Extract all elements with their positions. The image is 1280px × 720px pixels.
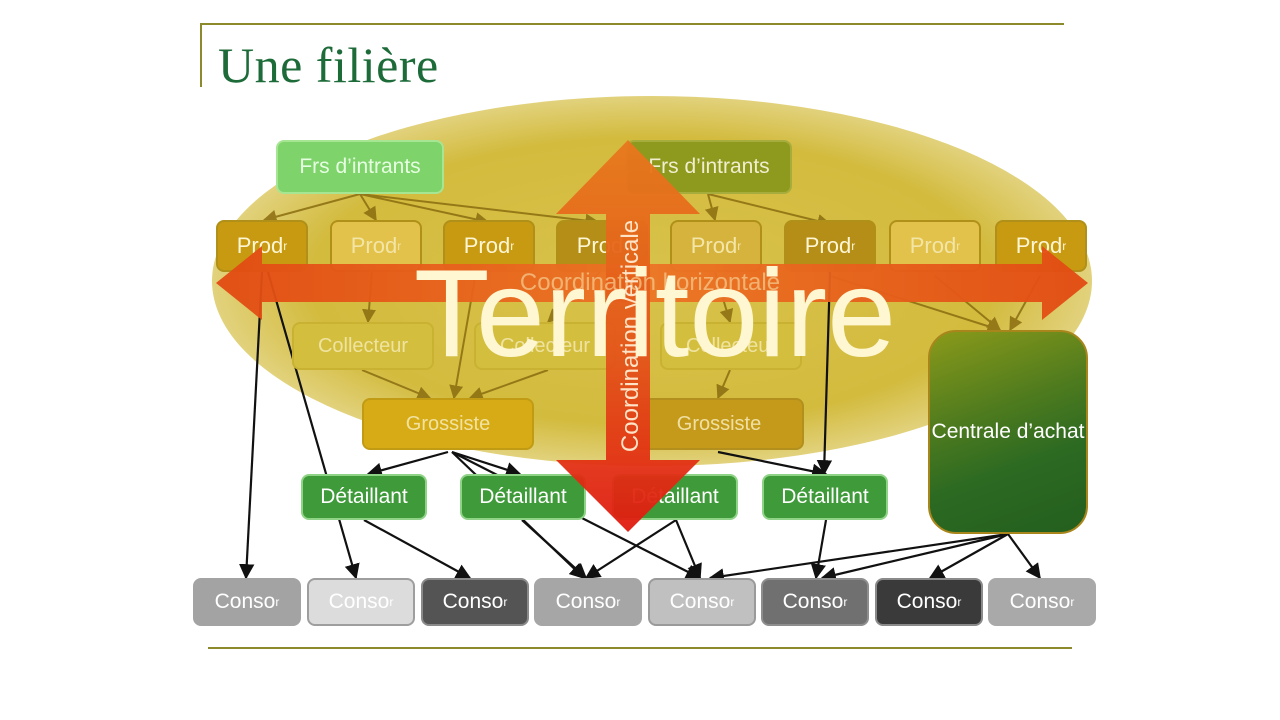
consumer-sup: r [957,595,962,609]
producer-sup: r [956,239,961,253]
consumer-label: Conso [782,590,844,613]
producer-label: Prod [576,233,624,258]
consumer-sup: r [730,595,735,609]
consumer-label: Conso [442,590,504,613]
collector-node-1: Collecteur [292,322,434,370]
producer-sup: r [737,239,742,253]
slide-title: Une filière [218,37,439,93]
bottom-rule [208,647,1072,649]
consumer-label: Conso [1009,590,1071,613]
producer-label: Prod [690,233,738,258]
retailer-node-3: Détaillant [612,474,738,520]
producer-sup: r [283,239,288,253]
wholesaler-node-1: Grossiste [362,398,534,450]
producer-sup: r [1062,239,1067,253]
consumer-label: Conso [669,590,731,613]
producer-label: Prod [236,233,284,258]
collector-node-3: Collecteur [660,322,802,370]
consumer-label: Conso [214,590,276,613]
consumer-sup: r [616,595,621,609]
retailer-node-2: Détaillant [460,474,586,520]
producer-label: Prod [804,233,852,258]
consumer-sup: r [843,595,848,609]
consumer-label: Conso [555,590,617,613]
title-rule-vertical [200,23,202,87]
producer-label: Prod [1015,233,1063,258]
title-rule-horizontal [200,23,1064,25]
producer-label: Prod [350,233,398,258]
supplier-node-1: Frs d’intrants [276,140,444,194]
consumer-sup: r [275,595,280,609]
consumer-sup: r [503,595,508,609]
producer-sup: r [851,239,856,253]
producer-sup: r [397,239,402,253]
producer-sup: r [510,239,515,253]
producer-label: Prod [909,233,957,258]
consumer-sup: r [389,595,394,609]
producer-label: Prod [463,233,511,258]
collector-node-2: Collecteur [474,322,616,370]
producer-sup: r [623,239,628,253]
purchasing-center-node: Centrale d’achat [928,330,1088,534]
consumer-label: Conso [328,590,390,613]
retailer-node-4: Détaillant [762,474,888,520]
consumer-label: Conso [896,590,958,613]
supplier-node-2: Frs d’intrants [626,140,792,194]
retailer-node-1: Détaillant [301,474,427,520]
consumer-sup: r [1070,595,1075,609]
wholesaler-node-2: Grossiste [634,398,804,450]
